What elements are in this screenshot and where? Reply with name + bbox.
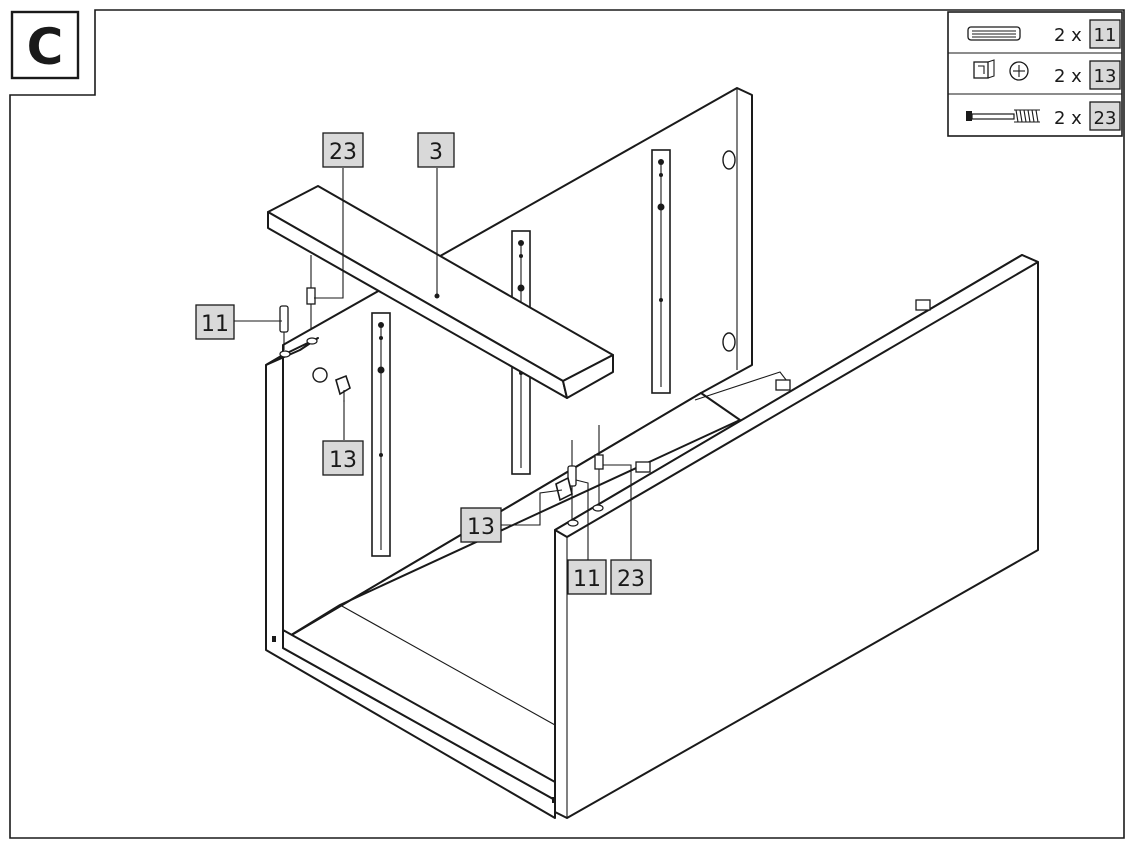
- diagram-frame: [9, 9, 1125, 839]
- wooden-dowel-icon: [967, 26, 1021, 41]
- svg-text:3: 3: [429, 140, 443, 165]
- svg-text:11: 11: [573, 567, 601, 592]
- drawer-rail: [651, 149, 671, 394]
- callout-part-11: 11: [567, 559, 607, 595]
- dowel-part: [567, 440, 577, 520]
- legend-part-number: 23: [1094, 108, 1117, 129]
- base-front-rail: [282, 629, 556, 801]
- callout-part-13: 13: [460, 507, 502, 543]
- legend-part-number: 13: [1094, 66, 1117, 87]
- cam-bolt-part: [306, 255, 316, 330]
- step-indicator: C: [10, 10, 80, 80]
- cam-lock-icon: [973, 59, 1029, 81]
- hardware-legend: 2 x 11 2 x 13: [947, 11, 1123, 137]
- callout-part-23: 23: [610, 559, 652, 595]
- legend-qty: 2 x: [1054, 66, 1082, 87]
- callout-part-13: 13: [322, 440, 364, 476]
- left-side-panel: [265, 337, 556, 819]
- cam-lock-part: [555, 476, 573, 502]
- legend-row-cam-lock: 2 x 13: [973, 59, 1121, 90]
- legend-qty: 2 x: [1054, 25, 1082, 46]
- svg-text:23: 23: [617, 567, 645, 592]
- right-side-panel: [552, 254, 1039, 819]
- svg-text:13: 13: [329, 448, 357, 473]
- legend-row-cam-bolt: 2 x 23: [966, 101, 1121, 131]
- svg-text:23: 23: [329, 140, 357, 165]
- legend-qty: 2 x: [1054, 108, 1082, 129]
- legend-row-dowel: 2 x 11: [967, 19, 1121, 49]
- dowel-part: [279, 305, 289, 350]
- cam-bolt-icon: [966, 109, 1040, 123]
- callout-part-11: 11: [195, 304, 235, 340]
- svg-text:11: 11: [201, 312, 229, 337]
- legend-part-number: 11: [1094, 25, 1117, 46]
- svg-text:13: 13: [467, 515, 495, 540]
- cam-bolt-part: [594, 425, 604, 505]
- callout-part-3: 3: [417, 132, 455, 168]
- drawer-rail: [371, 312, 391, 557]
- leader-lines: [233, 168, 632, 565]
- callout-part-23: 23: [322, 132, 364, 168]
- step-letter: C: [27, 18, 64, 76]
